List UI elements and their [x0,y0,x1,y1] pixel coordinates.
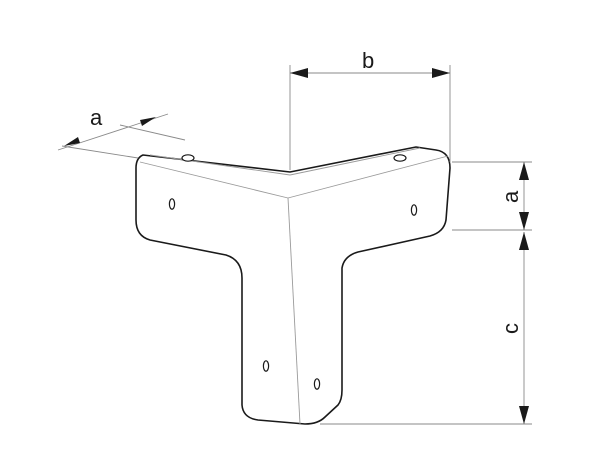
screw-hole-top-right [393,154,407,162]
fold-edge-vertical [287,197,301,425]
screw-hole-right-side [410,204,418,216]
fold-edge-right [287,155,449,199]
dimension-b: b [289,48,451,170]
dimension-a-right-label: a [498,190,523,203]
dimension-a-right: a [452,161,532,231]
dimension-c: c [320,232,532,425]
screw-hole-top-left [181,154,195,162]
top-ridge-left [149,154,291,176]
dimension-a-top: a [57,105,186,159]
dimension-a-top-label: a [90,105,103,130]
dimension-c-label: c [498,323,523,334]
screw-hole-leg-left [262,360,270,372]
top-ridge-right [289,147,421,176]
screw-hole-left-side [168,198,176,210]
screw-hole-leg-right [313,378,321,390]
fold-edge-left [139,161,289,199]
dimension-b-label: b [362,48,374,73]
